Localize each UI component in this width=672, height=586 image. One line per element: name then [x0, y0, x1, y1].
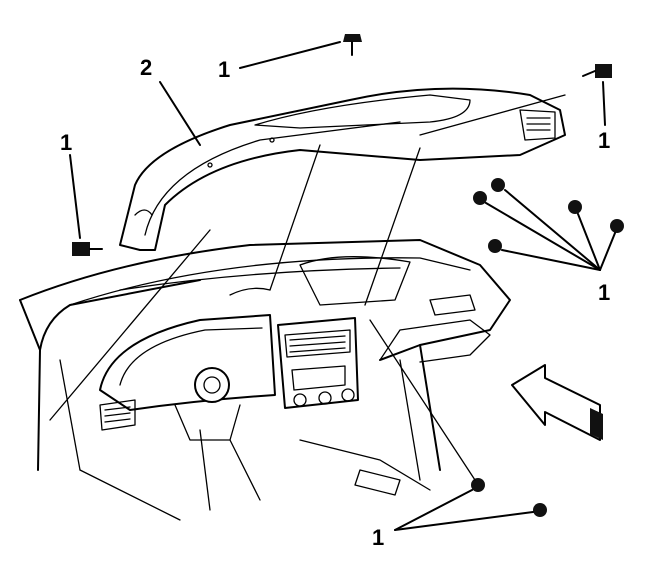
bolt-icon: [471, 478, 547, 517]
callout-left: 1: [60, 130, 72, 155]
leader-lines: [49, 41, 616, 531]
instrument-panel: [19, 239, 511, 521]
callout-right-group: 1: [598, 280, 610, 305]
bolt-icon: [343, 34, 362, 56]
callout-pad: 2: [140, 55, 152, 80]
callout-top: 1: [218, 57, 230, 82]
callout-right-top: 1: [598, 128, 610, 153]
bolt-icon: [582, 64, 612, 78]
bolt-icon: [72, 242, 103, 256]
arrow-icon: [511, 364, 603, 441]
callout-bottom: 1: [372, 525, 384, 550]
bolt-icon: [473, 178, 624, 253]
upper-trim-pad: [119, 87, 566, 251]
